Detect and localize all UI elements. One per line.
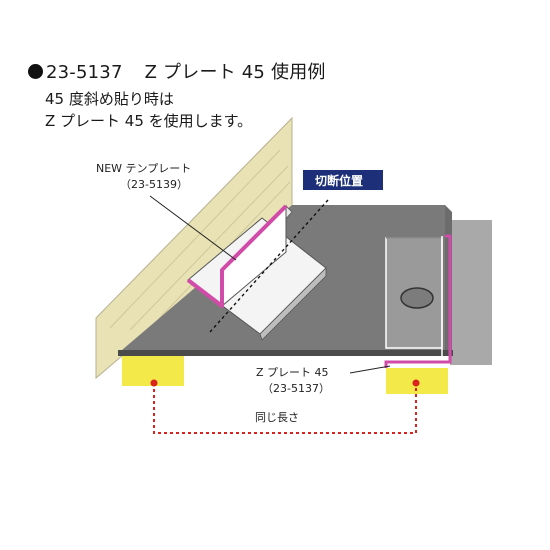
- z-plate-magenta-profile: [384, 234, 452, 368]
- title-text: Z プレート 45 使用例: [144, 62, 326, 83]
- same-length-dimension-line: [153, 383, 417, 434]
- dimension-endpoint-right: [412, 379, 420, 387]
- description-line-1: 45 度斜め貼り時は: [45, 90, 174, 108]
- bullet-icon: [28, 64, 43, 79]
- z-plate-outline: [390, 236, 443, 359]
- template-base-shadow: [259, 267, 327, 341]
- plate-name-label: Z プレート 45: [256, 366, 329, 379]
- cut-position-badge: [303, 170, 383, 190]
- plate-leader-line: [349, 365, 391, 374]
- header: 23-5137 Z プレート 45 使用例 45 度斜め貼り時は Z プレート 4…: [28, 58, 326, 132]
- dimension-endpoint-left: [150, 379, 158, 387]
- z-plate-hole: [400, 287, 434, 309]
- template-leader-line: [149, 195, 237, 261]
- description: 45 度斜め貼り時は Z プレート 45 を使用します。: [45, 88, 326, 132]
- plate-code-label: （23-5137）: [262, 382, 330, 395]
- board-edge: [118, 350, 453, 356]
- template-magenta-edge: [186, 204, 288, 308]
- template-name-label: NEW テンプレート: [96, 162, 191, 175]
- same-length-label: 同じ長さ: [255, 411, 299, 424]
- description-line-2: Z プレート 45 を使用します。: [45, 112, 253, 130]
- product-code: 23-5137: [46, 62, 123, 83]
- page-title: 23-5137 Z プレート 45 使用例: [28, 58, 326, 84]
- cut-position-label: 切断位置: [315, 173, 363, 188]
- template-code-label: （23-5139）: [120, 178, 188, 191]
- right-background-panel: [450, 220, 492, 365]
